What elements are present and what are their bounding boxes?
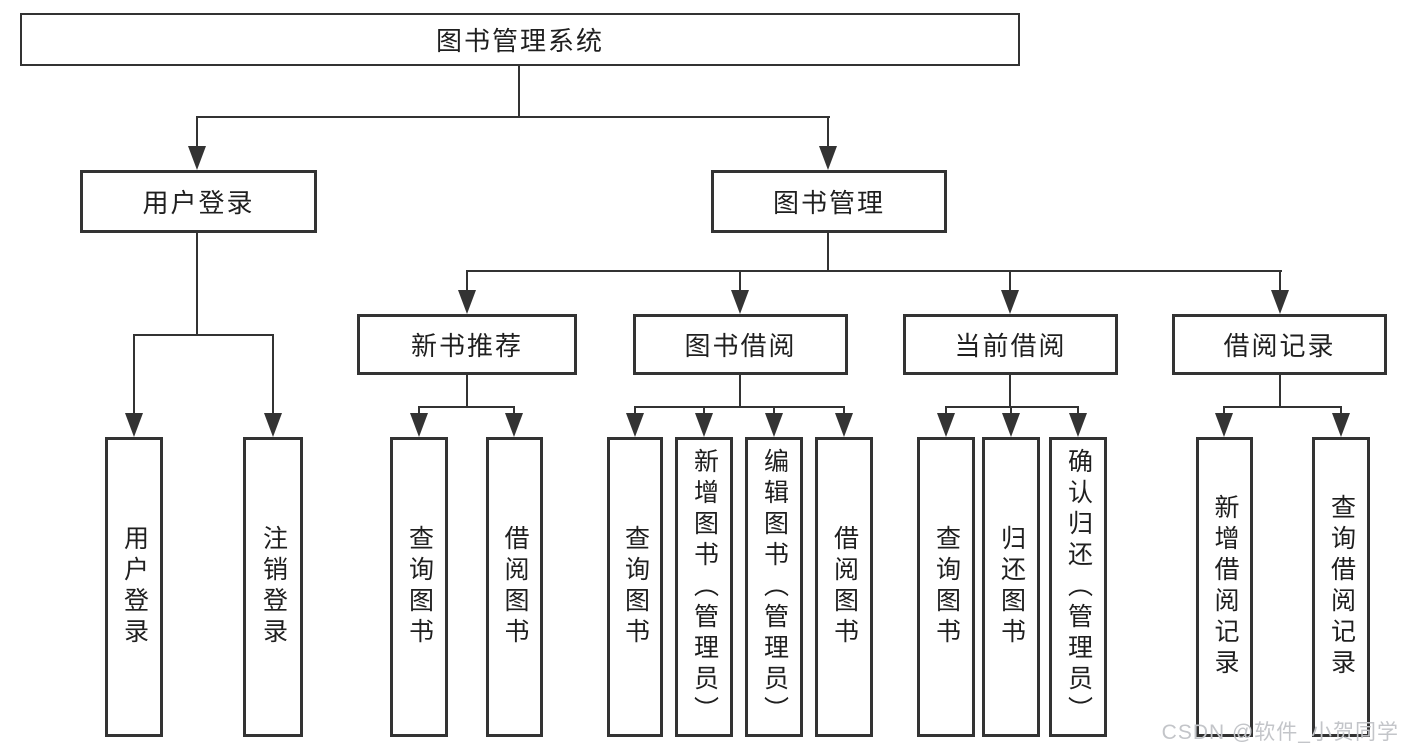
node-user-login: 用户登录: [80, 170, 317, 233]
leaf-label: 用户登录: [120, 525, 149, 649]
connector-drop: [945, 406, 947, 416]
leaf-label: 查询图书: [932, 525, 961, 649]
connector-drop-book-mgmt: [827, 116, 829, 150]
connector-fan-bar: [418, 406, 515, 408]
arrow-down-icon: [765, 413, 783, 437]
leaf-label: 归还图书: [997, 525, 1026, 649]
arrow-down-icon: [188, 146, 206, 170]
connector-drop-user-login: [196, 116, 198, 150]
csdn-watermark: CSDN @软件_小贺同学: [1161, 721, 1399, 744]
connector-user-login-bar: [133, 334, 274, 336]
arrow-down-icon: [731, 290, 749, 314]
connector-fan-stem: [1009, 373, 1011, 407]
leaf-label: 新增图书（管理员）: [690, 447, 719, 727]
leaf-return-books: 归还图书: [982, 437, 1040, 737]
leaf-query-books-2: 查询图书: [607, 437, 663, 737]
leaf-query-books-3: 查询图书: [917, 437, 975, 737]
leaf-label: 确认归还（管理员）: [1064, 447, 1093, 727]
connector-drop: [1010, 406, 1012, 416]
leaf-edit-books-admin: 编辑图书（管理员）: [745, 437, 803, 737]
leaf-user-login: 用户登录: [105, 437, 163, 737]
arrow-down-icon: [1069, 413, 1087, 437]
connector-drop: [418, 406, 420, 416]
arrow-down-icon: [695, 413, 713, 437]
leaf-logout: 注销登录: [243, 437, 303, 737]
node-current-borrowing: 当前借阅: [903, 314, 1118, 375]
leaf-label: 编辑图书（管理员）: [760, 447, 789, 727]
arrow-down-icon: [1002, 413, 1020, 437]
node-book-management: 图书管理: [711, 170, 947, 233]
node-book-borrowing: 图书借阅: [633, 314, 848, 375]
connector-fan-stem: [466, 373, 468, 407]
leaf-label: 注销登录: [259, 525, 288, 649]
arrow-down-icon: [1271, 290, 1289, 314]
node-borrowing-records: 借阅记录: [1172, 314, 1387, 375]
node-new-book-recommendation: 新书推荐: [357, 314, 577, 375]
leaf-label: 查询借阅记录: [1327, 494, 1356, 680]
connector-fan-bar: [1223, 406, 1342, 408]
arrow-down-icon: [264, 413, 282, 437]
arrow-down-icon: [458, 290, 476, 314]
leaf-label: 借阅图书: [501, 525, 529, 649]
arrow-down-icon: [819, 146, 837, 170]
connector-root-stem: [518, 66, 520, 117]
connector-fan-bar: [634, 406, 845, 408]
leaf-label: 新增借阅记录: [1211, 494, 1239, 680]
connector-book-mgmt-bar: [466, 270, 1282, 272]
leaf-add-books-admin: 新增图书（管理员）: [675, 437, 733, 737]
connector-drop: [1279, 270, 1281, 292]
connector-drop: [1340, 406, 1342, 416]
connector-drop: [1009, 270, 1011, 292]
leaf-query-borrow-record: 查询借阅记录: [1312, 437, 1370, 737]
connector-drop: [634, 406, 636, 416]
connector-user-login-stem: [196, 232, 198, 336]
arrow-down-icon: [125, 413, 143, 437]
arrow-down-icon: [835, 413, 853, 437]
leaf-confirm-return-admin: 确认归还（管理员）: [1049, 437, 1107, 737]
arrow-down-icon: [410, 413, 428, 437]
arrow-down-icon: [505, 413, 523, 437]
leaf-label: 查询图书: [405, 525, 434, 649]
connector-drop: [773, 406, 775, 416]
leaf-label: 查询图书: [621, 525, 650, 649]
arrow-down-icon: [626, 413, 644, 437]
leaf-query-books-1: 查询图书: [390, 437, 448, 737]
arrow-down-icon: [937, 413, 955, 437]
connector-drop: [133, 334, 135, 415]
connector-drop: [739, 270, 741, 292]
connector-drop: [1077, 406, 1079, 416]
connector-drop: [843, 406, 845, 416]
arrow-down-icon: [1332, 413, 1350, 437]
connector-drop: [1223, 406, 1225, 416]
connector-root-bar: [196, 116, 830, 118]
connector-drop: [703, 406, 705, 416]
connector-book-mgmt-stem: [827, 232, 829, 272]
connector-drop: [272, 334, 274, 415]
arrow-down-icon: [1001, 290, 1019, 314]
leaf-label: 借阅图书: [830, 525, 859, 649]
connector-drop: [513, 406, 515, 416]
connector-fan-bar: [945, 406, 1079, 408]
connector-fan-stem: [739, 373, 741, 407]
leaf-add-borrow-record: 新增借阅记录: [1196, 437, 1253, 737]
connector-fan-stem: [1279, 373, 1281, 407]
connector-drop: [466, 270, 468, 292]
arrow-down-icon: [1215, 413, 1233, 437]
node-library-management-system: 图书管理系统: [20, 13, 1020, 66]
leaf-borrow-books-1: 借阅图书: [486, 437, 543, 737]
leaf-borrow-books-2: 借阅图书: [815, 437, 873, 737]
